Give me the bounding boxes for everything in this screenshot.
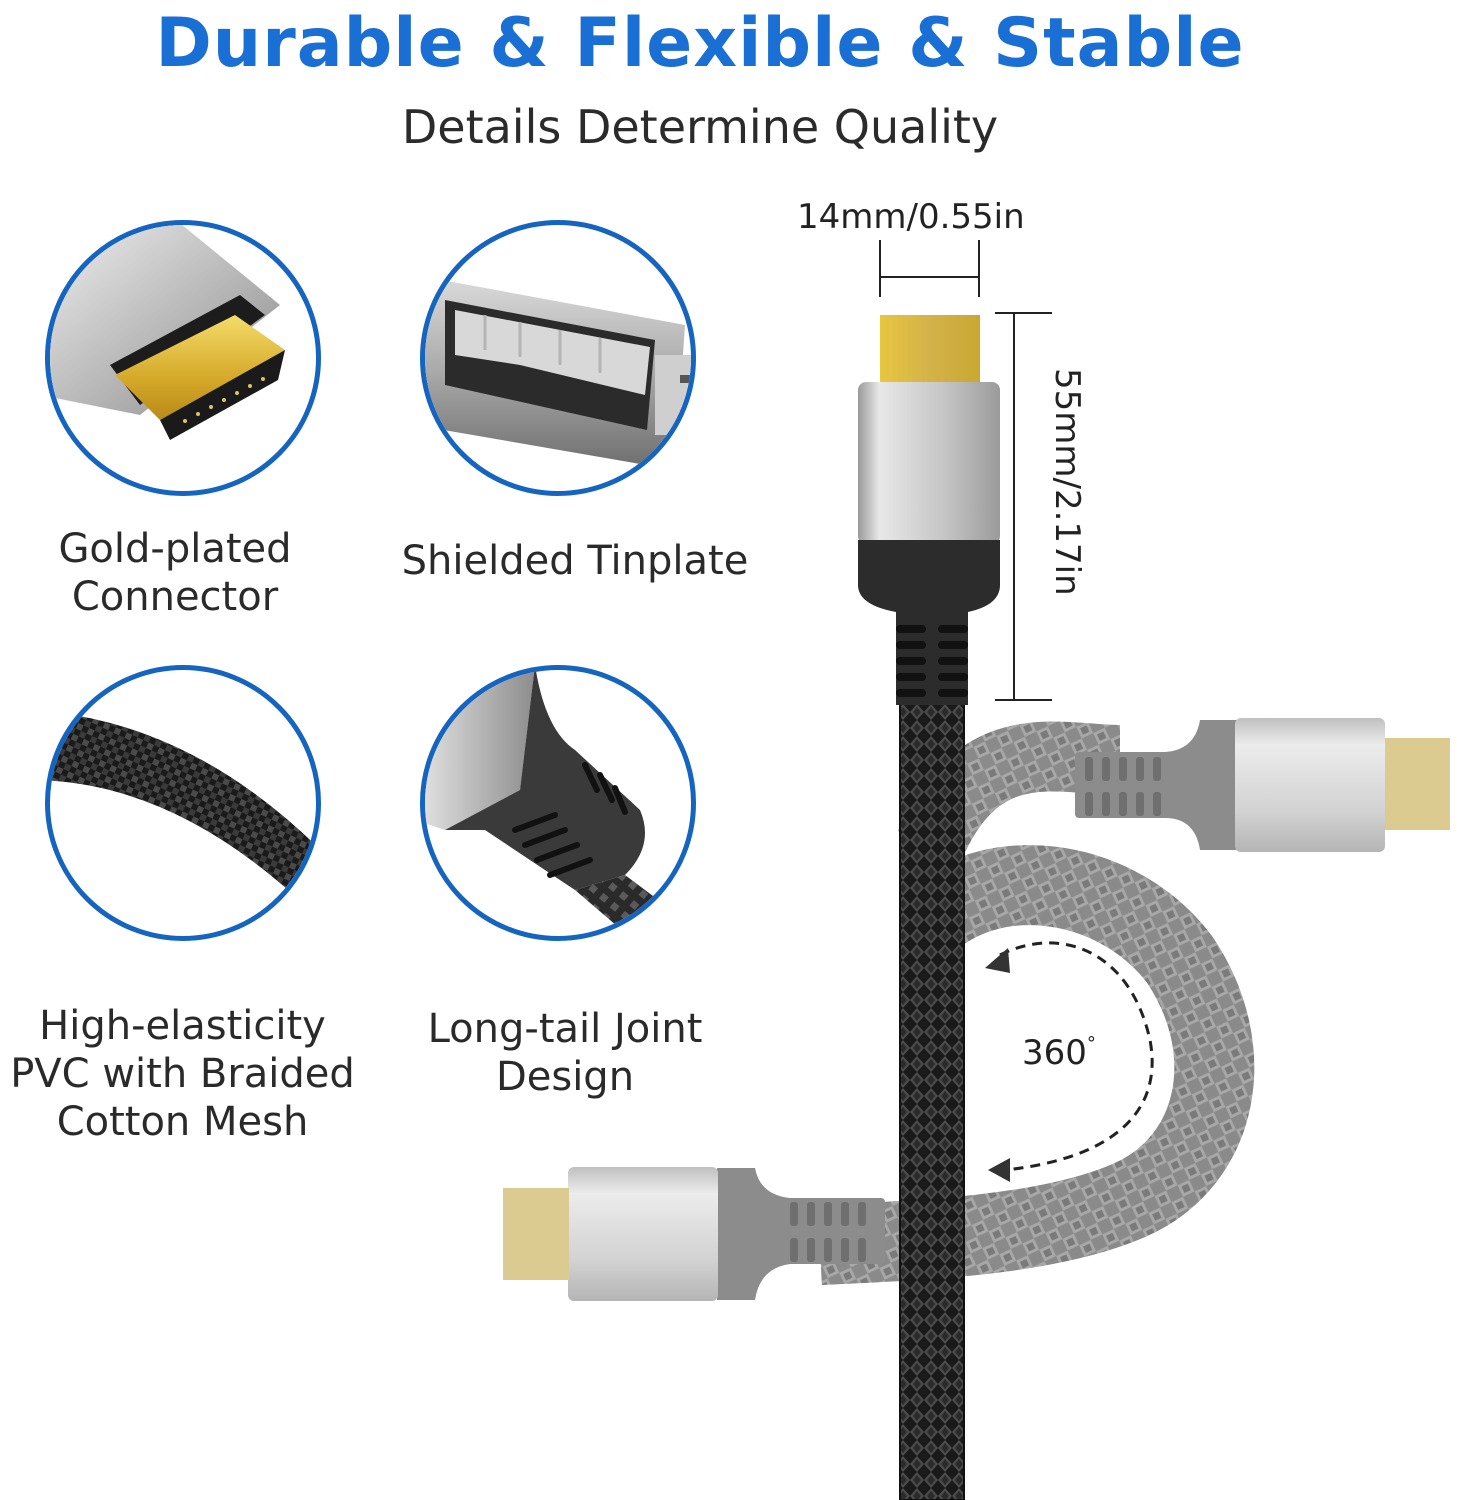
label-line: PVC with Braided (10, 1051, 355, 1097)
label-line: Connector (71, 574, 279, 620)
label-line: Shielded Tinplate (401, 538, 749, 584)
feature-circle-braided-cable (45, 665, 321, 941)
faded-connector-right (1075, 718, 1450, 852)
main-connector (858, 315, 1000, 705)
faded-connector-left (503, 1167, 885, 1301)
label-line: High-elasticity (39, 1003, 326, 1049)
feature-circle-gold-connector (45, 220, 321, 496)
headline: Durable & Flexible & Stable (155, 4, 1245, 83)
shielded-tinplate-closeup-icon (425, 276, 691, 470)
braided-cable-closeup-icon (50, 711, 316, 917)
label-line: Long-tail Joint (427, 1006, 703, 1052)
label-line: Gold-plated (58, 526, 292, 572)
arrowhead-bottom-icon (988, 1158, 1010, 1182)
bend-angle-value: 360 (1022, 1033, 1087, 1073)
feature-label-braided-cable: High-elasticity PVC with Braided Cotton … (0, 1002, 365, 1146)
length-dimension (995, 312, 1052, 701)
degree-symbol: ° (1086, 1033, 1096, 1054)
width-dimension (879, 240, 980, 297)
feature-label-long-tail-joint: Long-tail Joint Design (385, 1005, 745, 1101)
main-braided-cable (900, 700, 964, 1500)
feature-label-gold-connector: Gold-plated Connector (20, 525, 330, 621)
length-dimension-label: 55mm/2.17in (1047, 368, 1087, 596)
feature-circle-shielded-tinplate (420, 220, 696, 496)
label-line: Cotton Mesh (56, 1099, 309, 1145)
rotation-arrow (999, 941, 1154, 1172)
label-line: Design (495, 1054, 635, 1100)
bend-angle-label: 360° (1022, 1033, 1096, 1073)
gold-connector-closeup-icon (50, 225, 285, 440)
width-dimension-label: 14mm/0.55in (797, 197, 1025, 237)
arrowhead-top-icon (985, 948, 1010, 973)
feature-label-shielded-tinplate: Shielded Tinplate (375, 537, 775, 585)
subheadline: Details Determine Quality (401, 100, 999, 154)
